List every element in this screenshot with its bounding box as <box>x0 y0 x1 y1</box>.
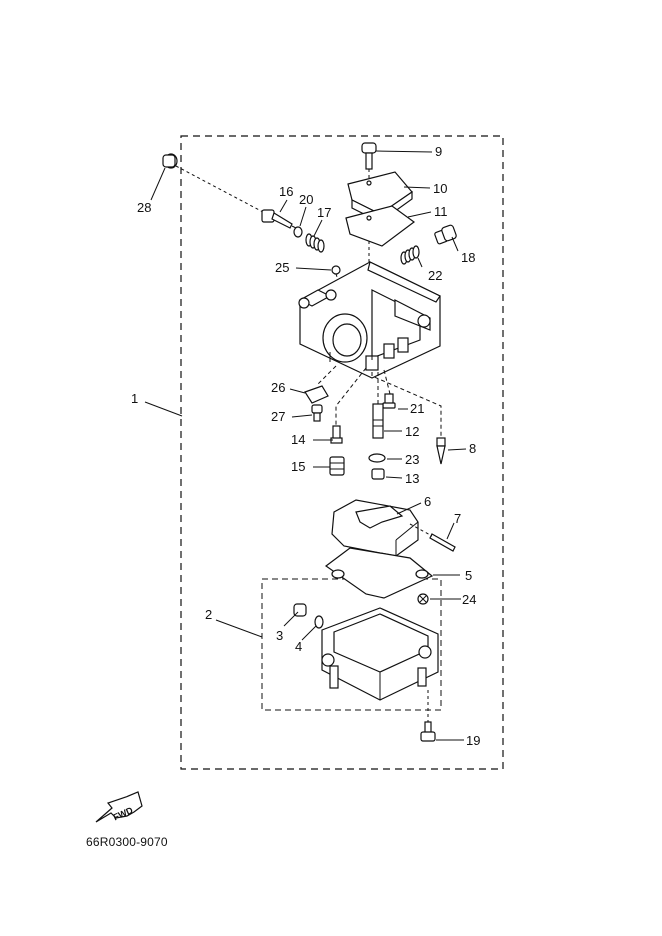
callout-9: 9 <box>435 144 442 159</box>
part-26-bracket <box>304 385 329 404</box>
callout-22: 22 <box>428 268 442 283</box>
part-5-gasket <box>324 547 434 599</box>
part-18-screw <box>434 224 457 245</box>
part-15-plug <box>329 456 345 476</box>
callout-10: 10 <box>433 181 447 196</box>
callout-3: 3 <box>276 628 283 643</box>
callout-25: 25 <box>275 260 289 275</box>
part-23-o-ring <box>368 453 386 463</box>
part-16-pilot-screw <box>261 209 301 231</box>
callout-16: 16 <box>279 184 293 199</box>
part-17-spring <box>305 233 325 253</box>
callout-17: 17 <box>317 205 331 220</box>
part-22-spring <box>400 245 420 265</box>
part-19-screw <box>420 690 436 742</box>
part-4-washer <box>314 615 324 629</box>
callout-5: 5 <box>465 568 472 583</box>
callout-1: 1 <box>131 391 138 406</box>
carburetor-body <box>298 261 441 379</box>
float-chamber-boundary <box>261 578 442 711</box>
part-8-needle-valve <box>436 437 446 465</box>
callout-21: 21 <box>410 401 424 416</box>
body-connectors <box>317 365 442 438</box>
part-20-o-ring <box>293 226 303 238</box>
part-28-cap <box>162 153 264 213</box>
callout-7: 7 <box>454 511 461 526</box>
callout-23: 23 <box>405 452 419 467</box>
callout-13: 13 <box>405 471 419 486</box>
callout-15: 15 <box>291 459 305 474</box>
callout-27: 27 <box>271 409 285 424</box>
part-11-gasket <box>345 205 416 247</box>
callout-19: 19 <box>466 733 480 748</box>
callout-11: 11 <box>434 204 448 219</box>
callout-14: 14 <box>291 432 305 447</box>
assembly-boundary <box>180 135 504 770</box>
callout-26: 26 <box>271 380 285 395</box>
drawing-code: 66R0300-9070 <box>86 835 168 849</box>
callout-4: 4 <box>295 639 302 654</box>
part-24-drain-screw <box>417 593 429 605</box>
callout-2: 2 <box>205 607 212 622</box>
callout-28: 28 <box>137 200 151 215</box>
fwd-arrow-icon: FWD <box>95 791 143 823</box>
part-6-float <box>331 499 419 557</box>
part-7-pin <box>409 523 456 552</box>
part-13-main-jet <box>371 468 385 480</box>
callout-12: 12 <box>405 424 419 439</box>
callout-8: 8 <box>469 441 476 456</box>
part-12-nozzle <box>372 403 384 439</box>
part-2-float-chamber <box>321 607 439 701</box>
callout-labels: 1 2 3 4 5 6 7 8 9 10 11 12 13 14 15 16 1… <box>131 144 480 748</box>
callout-24: 24 <box>462 592 476 607</box>
callout-20: 20 <box>299 192 313 207</box>
callout-18: 18 <box>461 250 475 265</box>
callout-6: 6 <box>424 494 431 509</box>
part-21-screw <box>382 393 396 409</box>
leader-lines <box>144 150 467 741</box>
part-27-screw <box>311 404 323 422</box>
